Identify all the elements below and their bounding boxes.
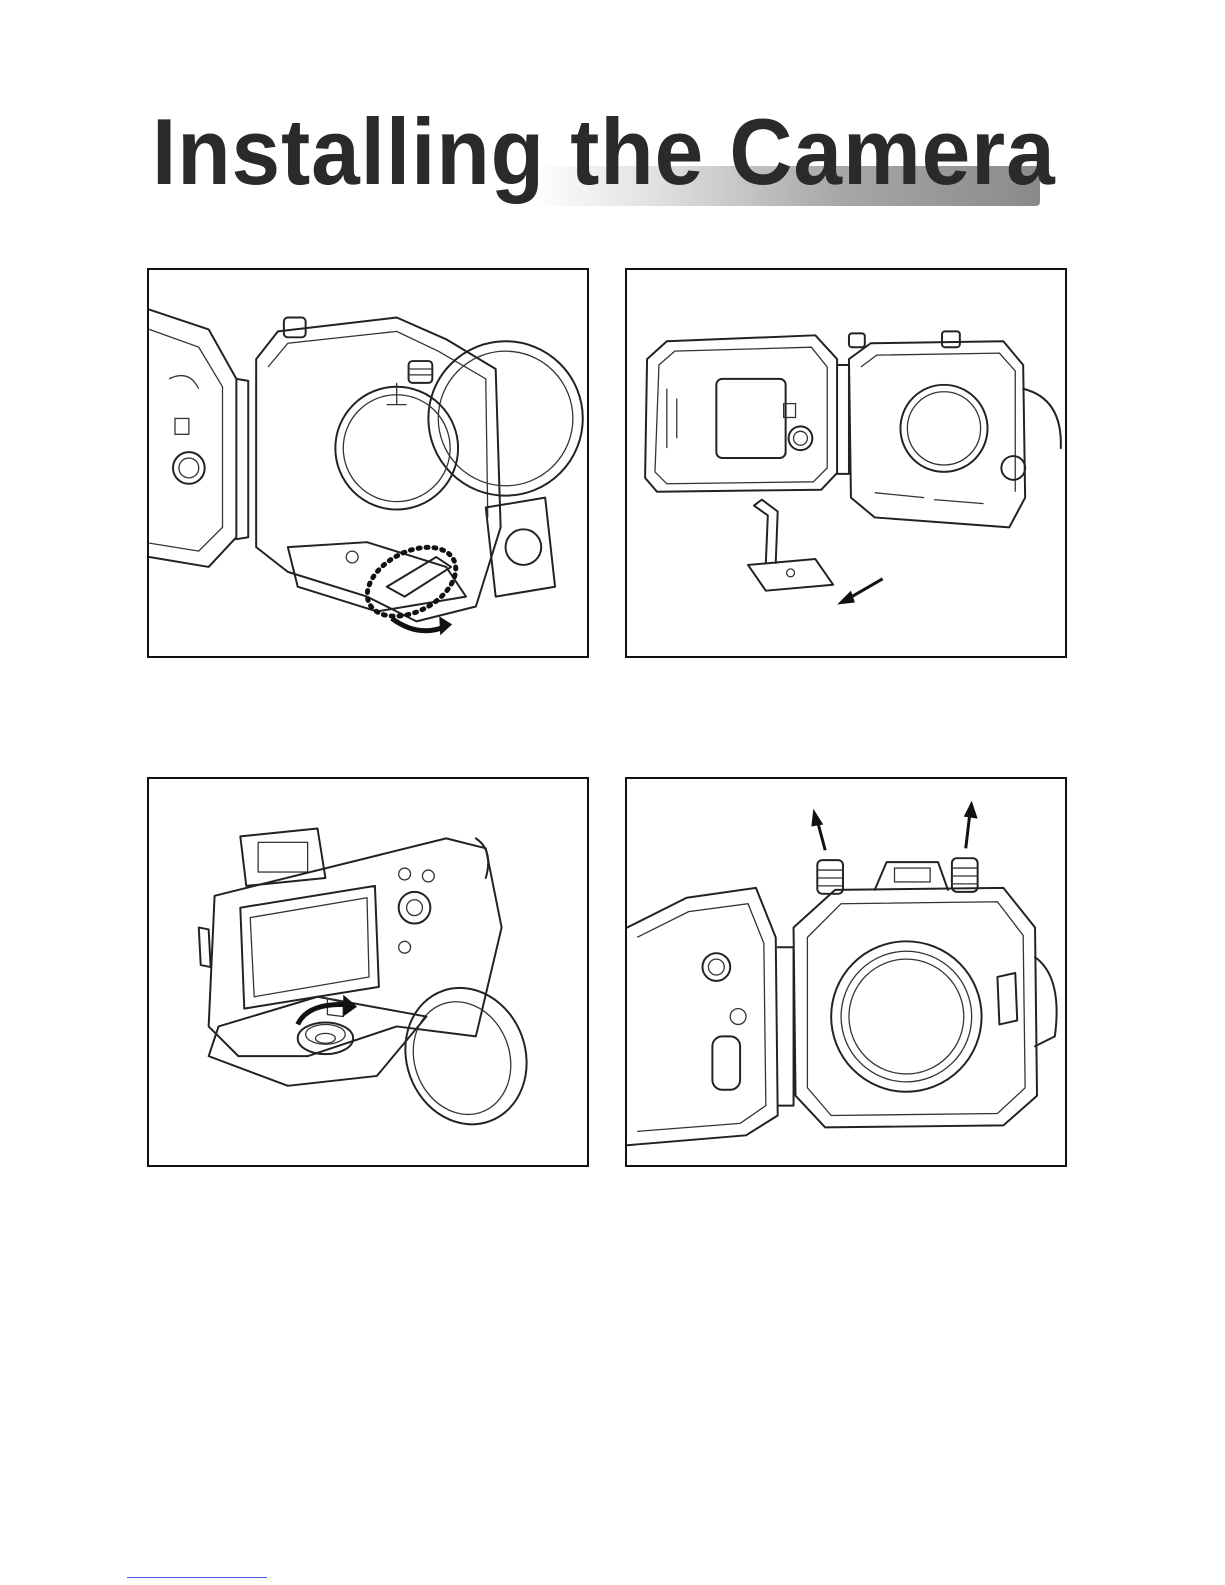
- figure-housing-open-bracket: [147, 268, 589, 658]
- knobs-pull-up-illustration: [627, 779, 1065, 1165]
- figure-knobs-pull-up: [625, 777, 1067, 1167]
- page-header: Installing the Camera: [0, 0, 1225, 260]
- figure-camera-mount: [147, 777, 589, 1167]
- housing-open-illustration: [149, 270, 587, 656]
- figure-bracket-removal: [625, 268, 1067, 658]
- arrow-icon: [964, 801, 978, 849]
- footer-rule: [127, 1577, 267, 1578]
- page-title: Installing the Camera: [152, 105, 1056, 199]
- arrow-icon: [811, 809, 825, 851]
- bracket-removal-illustration: [627, 270, 1065, 656]
- arrow-icon: [837, 579, 883, 605]
- highlight-circle: [356, 533, 468, 630]
- camera-mount-illustration: [149, 779, 587, 1165]
